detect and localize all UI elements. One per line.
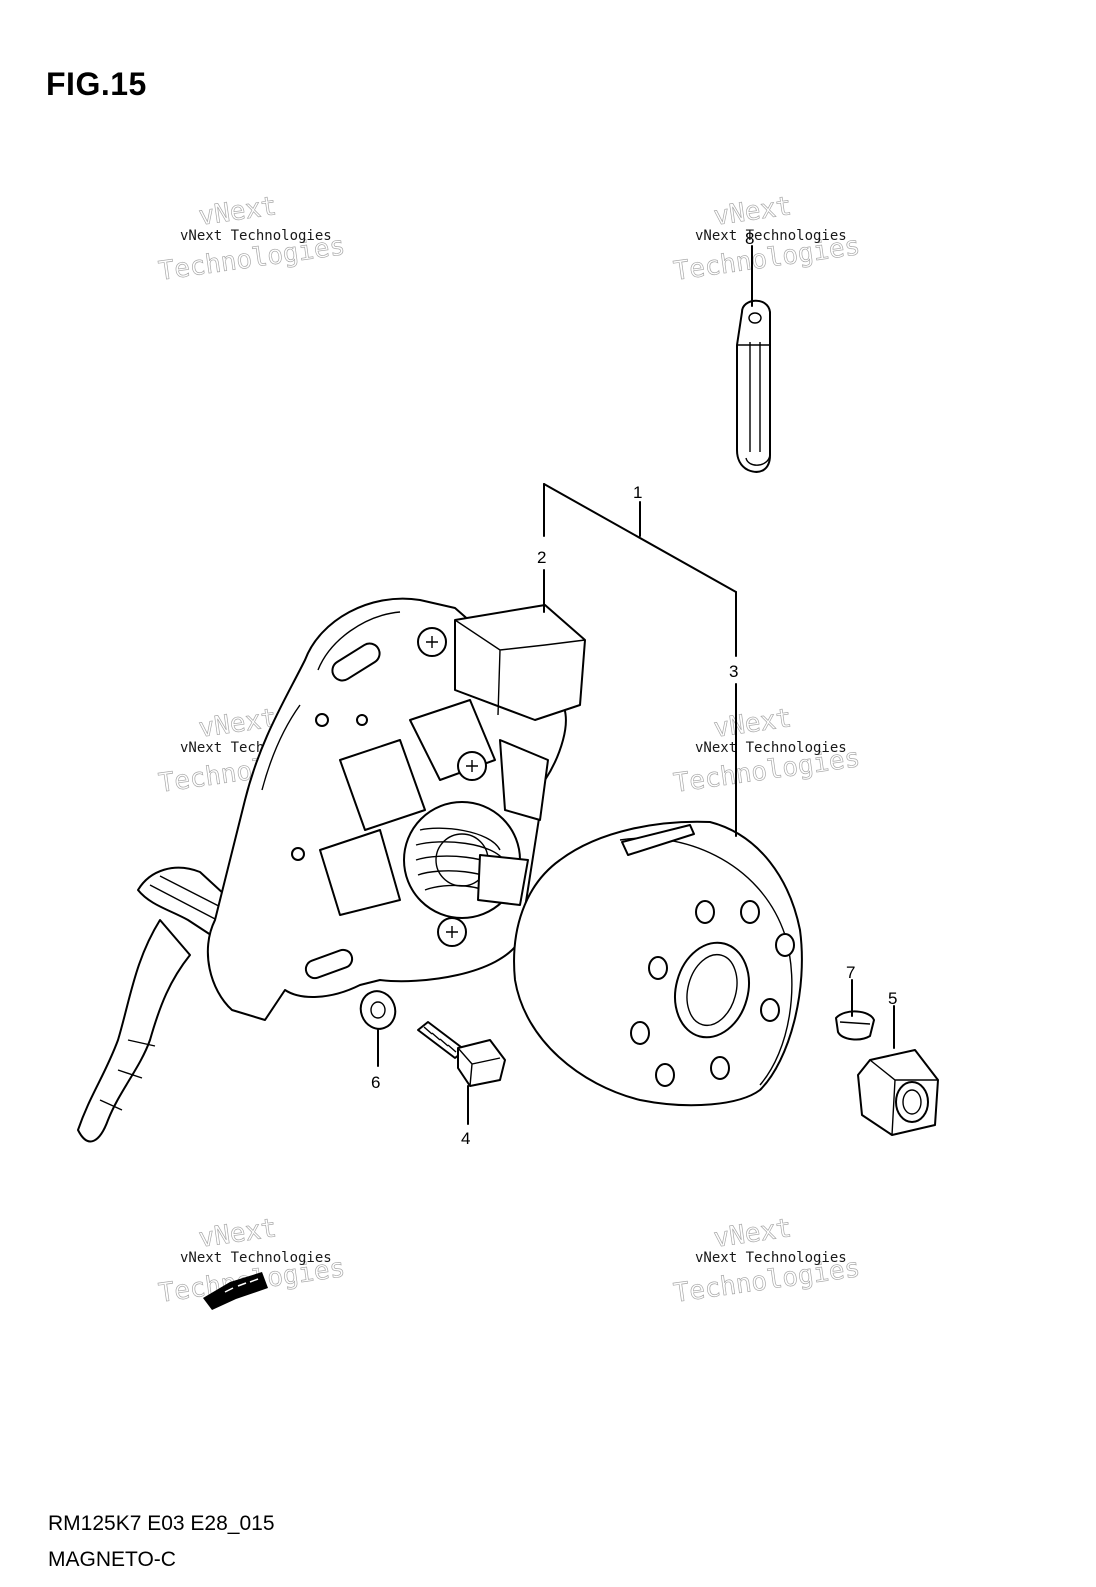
washer-part	[359, 990, 397, 1030]
rotor-part	[513, 820, 803, 1107]
key-part	[835, 1010, 875, 1041]
svg-text:vNext Technologies: vNext Technologies	[695, 740, 847, 756]
svg-text:vNext Technologies: vNext Technologies	[695, 228, 847, 244]
leader-lines	[377, 245, 895, 1125]
callout-7: 7	[846, 963, 855, 982]
figure-title: FIG.15	[46, 66, 147, 102]
watermark-bottom-right: vNext Technologies vNext Technologies	[671, 1213, 862, 1309]
svg-text:vNext: vNext	[712, 1213, 794, 1254]
svg-text:vNext Technologies: vNext Technologies	[180, 1250, 332, 1266]
svg-text:vNext: vNext	[712, 191, 794, 232]
callout-6: 6	[371, 1073, 380, 1092]
callout-2: 2	[537, 548, 546, 567]
watermark-top-right: vNext Technologies vNext Technologies	[671, 191, 862, 287]
callout-8: 8	[745, 229, 754, 248]
svg-text:vNext: vNext	[197, 191, 279, 232]
callout-1: 1	[633, 483, 642, 502]
callout-5: 5	[888, 989, 897, 1008]
svg-text:vNext: vNext	[712, 703, 794, 744]
diagram-name: MAGNETO-C	[48, 1548, 176, 1571]
bolt-part	[417, 1021, 506, 1087]
watermark-mid-right: vNext Technologies vNext Technologies	[671, 703, 862, 799]
stator-part	[77, 597, 586, 1143]
svg-text:vNext Technologies: vNext Technologies	[180, 228, 332, 244]
svg-text:vNext Technologies: vNext Technologies	[695, 1250, 847, 1266]
front-arrow-icon	[203, 1272, 268, 1310]
watermark-bottom-left: vNext Technologies vNext Technologies	[156, 1213, 347, 1309]
clamp-part	[736, 299, 771, 473]
watermark-top-left: vNext Technologies vNext Technologies	[156, 191, 347, 287]
nut-part	[857, 1049, 939, 1136]
svg-text:vNext: vNext	[197, 1213, 279, 1254]
diagram-code: RM125K7 E03 E28_015	[48, 1512, 275, 1535]
callout-4: 4	[461, 1129, 470, 1148]
callout-3: 3	[729, 662, 738, 681]
